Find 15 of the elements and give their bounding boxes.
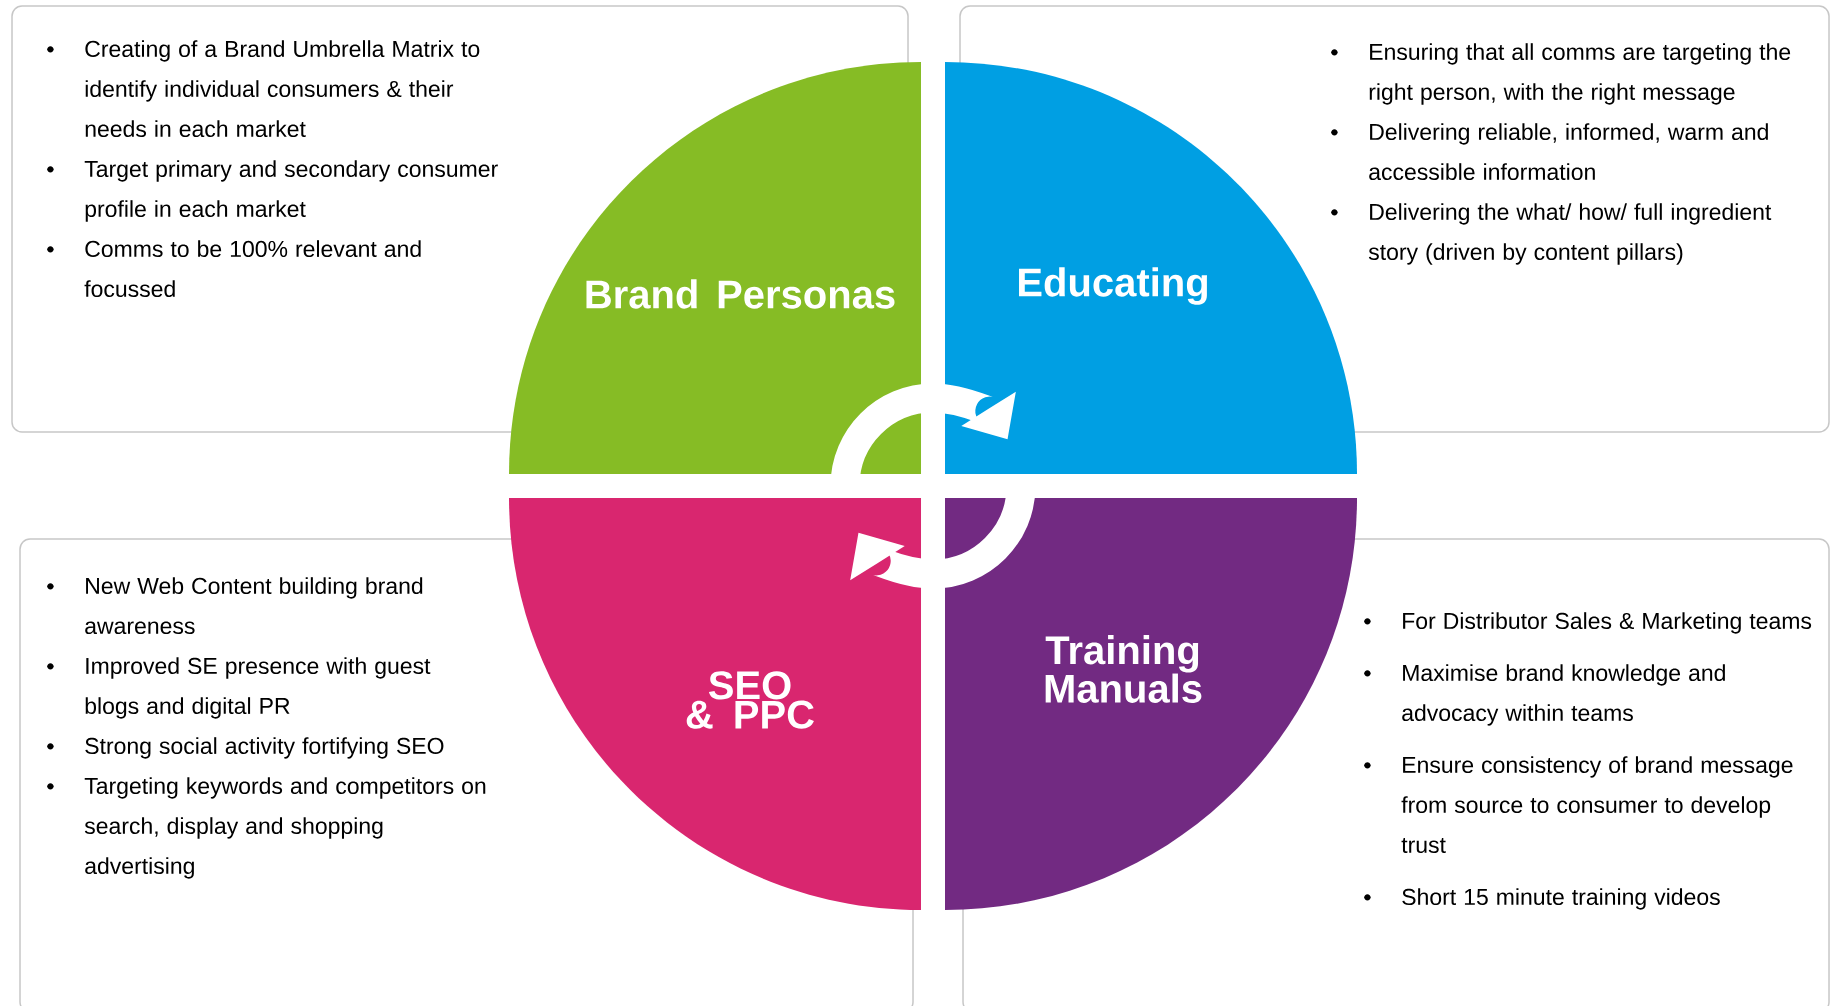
bullet-text: Improved SE presence with guest blogs and digital PR	[47, 657, 431, 719]
bullet-text: Ensure consistency of brand message from source to consumer to develop trust	[1364, 756, 1793, 854]
bullet-text: Creating of a Brand Umbrella Matrix to identify individual consumers & their needs in each market	[47, 40, 480, 138]
bullet-text: Maximise brand knowledge and advocacy within teams	[1364, 664, 1725, 726]
bullet-text: For Distributor Sales & Marketing teams	[1364, 612, 1812, 634]
bullet-text: Comms to be 100% relevant and focussed	[47, 240, 421, 298]
quadrant: Brand Personas	[509, 62, 921, 474]
bullet-text: Targeting keywords and competitors on search, display and shopping advertising	[47, 777, 486, 879]
quadrant: Training Manuals	[945, 498, 1357, 910]
bullet-text: New Web Content building brand awareness	[47, 577, 423, 635]
bullet-text: Strong social activity fortifying SEO	[47, 737, 444, 759]
quadrant: SEO & PPC	[509, 498, 921, 910]
quadrant: Educating	[945, 62, 1357, 474]
bullet-text: Target primary and secondary consumer profile in each market	[47, 160, 498, 222]
bullet-text: Short 15 minute training videos	[1364, 888, 1720, 910]
